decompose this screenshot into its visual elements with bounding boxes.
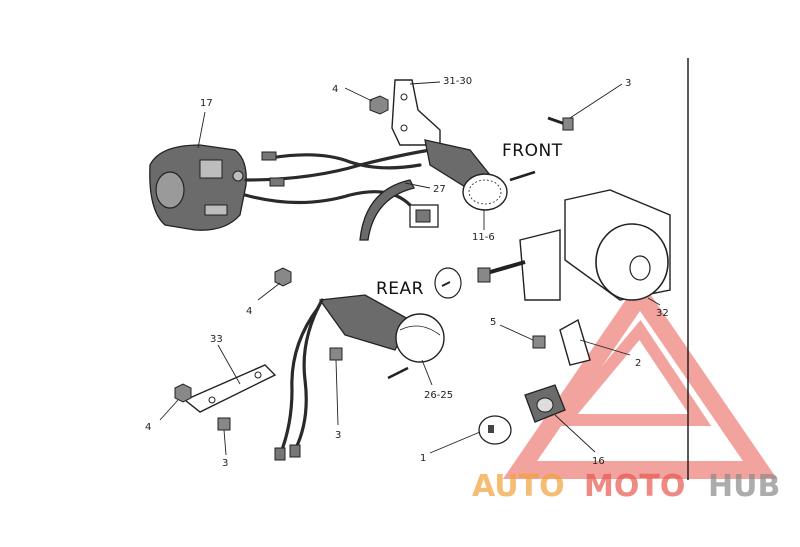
- connector-b: [269, 177, 285, 187]
- callout-2: 2: [635, 358, 641, 369]
- callout-11-6: 11-6: [472, 232, 495, 243]
- rear-indicator-26-25: [318, 267, 462, 363]
- label-rear: REAR: [376, 279, 424, 299]
- cable-tie-27: [359, 179, 415, 241]
- callout-32: 32: [656, 308, 669, 319]
- callout-27: 27: [433, 184, 446, 195]
- callout-17: 17: [200, 98, 213, 109]
- connector-a: [261, 151, 277, 161]
- front-indicator-11-6: [424, 139, 508, 211]
- callout-1: 1: [420, 453, 426, 464]
- callout-3-low-left: 3: [222, 458, 228, 469]
- rear-bracket-33: [183, 364, 277, 413]
- rear-connector-a: [274, 447, 286, 461]
- callout-33: 33: [210, 334, 223, 345]
- bolt-3-low: [217, 417, 231, 431]
- watermark-moto: MOTO: [584, 469, 685, 504]
- horn-bracket-32: [477, 189, 671, 301]
- callout-4-mid: 4: [246, 306, 252, 317]
- nut-4-top: [369, 95, 389, 115]
- label-front: FRONT: [502, 141, 563, 161]
- front-bracket-31-30: [391, 79, 441, 146]
- bolt-3-mid: [329, 347, 343, 361]
- screw-3-top: [562, 117, 574, 131]
- watermark-text: AUTO MOTO HUB: [472, 469, 780, 504]
- nut-4-low: [174, 383, 192, 403]
- callout-26-25: 26-25: [424, 390, 453, 401]
- bulb-holder-1: [478, 415, 512, 445]
- callout-31-30: 31-30: [443, 76, 472, 87]
- callout-3-mid: 3: [335, 430, 341, 441]
- leader-lines: [159, 81, 661, 456]
- watermark-hub: HUB: [708, 469, 780, 504]
- callout-4-top: 4: [332, 84, 338, 95]
- callout-16: 16: [592, 456, 605, 467]
- lamp-16: [524, 384, 566, 423]
- rear-connector-b: [289, 444, 301, 458]
- callout-3-top: 3: [625, 78, 631, 89]
- screw-5: [532, 335, 546, 349]
- nut-4-mid: [274, 267, 292, 287]
- watermark-auto: AUTO: [472, 469, 565, 504]
- watermark-logo: [502, 279, 778, 479]
- clip-2: [559, 318, 591, 366]
- handlebar-switch-17: [149, 144, 247, 231]
- callout-5: 5: [490, 317, 496, 328]
- callout-4-low: 4: [145, 422, 151, 433]
